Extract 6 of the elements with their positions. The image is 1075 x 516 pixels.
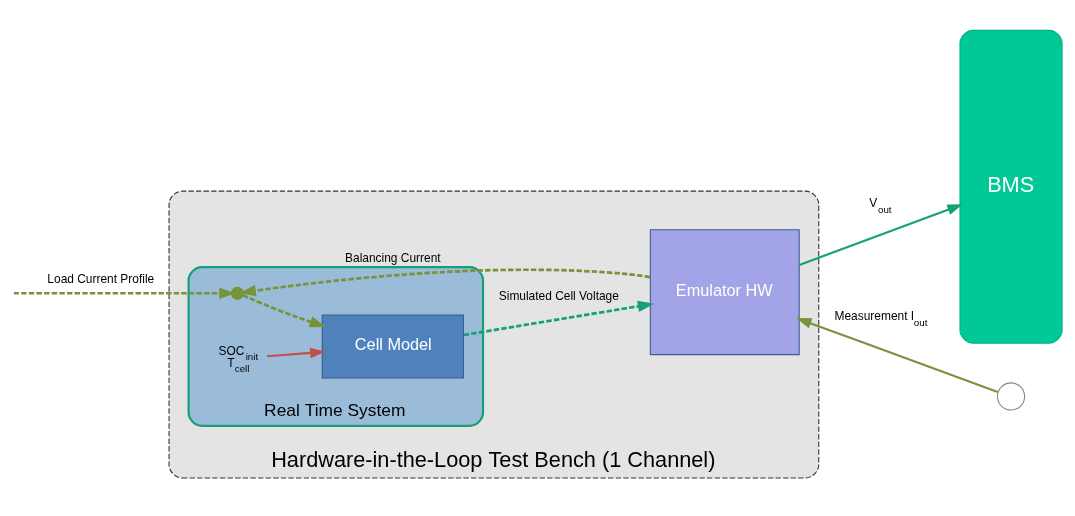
edge-label: Balancing Current bbox=[345, 250, 441, 265]
edge-label: Simulated Cell Voltage bbox=[498, 288, 619, 303]
edge-label: V$_{out}$ bbox=[869, 195, 892, 215]
edge-label: Measurement I$_{out}$ bbox=[834, 308, 928, 328]
edge-label: Load Current Profile bbox=[47, 271, 155, 286]
node-text: SOC$_{init}$ T$_{cell}$ bbox=[218, 343, 259, 374]
